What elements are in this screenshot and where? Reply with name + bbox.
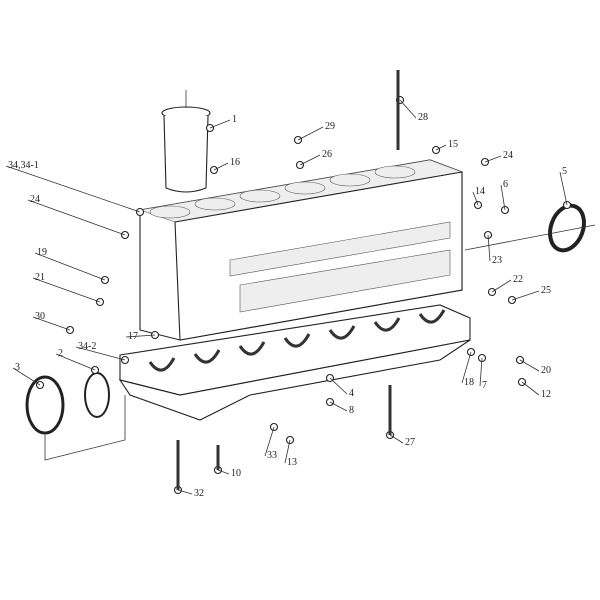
callout-label: 10 bbox=[231, 468, 241, 479]
leader-line bbox=[5, 165, 141, 213]
leader-line bbox=[299, 154, 321, 166]
callout-label: 26 bbox=[322, 149, 332, 160]
callout-label: 24 bbox=[503, 150, 513, 161]
leader-line bbox=[487, 234, 491, 262]
cylinder-bore bbox=[284, 181, 326, 195]
leader-line bbox=[435, 144, 447, 151]
callout-label: 5 bbox=[562, 166, 567, 177]
leader-line bbox=[519, 359, 540, 372]
callout-label: 24 bbox=[30, 194, 40, 205]
leader-line bbox=[491, 279, 512, 293]
leader-line bbox=[399, 99, 417, 119]
leader-line bbox=[27, 199, 126, 236]
callout-label: 34-2 bbox=[78, 341, 97, 352]
callout-label: 12 bbox=[541, 389, 551, 400]
leader-line bbox=[264, 426, 275, 457]
leader-line bbox=[500, 184, 506, 211]
leader-line bbox=[521, 381, 540, 396]
leader-line bbox=[329, 377, 348, 395]
bearing-saddle bbox=[373, 317, 401, 332]
callout-label: 19 bbox=[37, 247, 47, 258]
leader-line bbox=[12, 367, 41, 386]
leader-line bbox=[484, 155, 502, 163]
callout-label: 8 bbox=[349, 405, 354, 416]
callout-label: 25 bbox=[541, 285, 551, 296]
leader-line bbox=[559, 171, 568, 206]
callout-label: 29 bbox=[325, 121, 335, 132]
callout-label: 23 bbox=[492, 255, 502, 266]
callout-label: 14 bbox=[475, 186, 485, 197]
callout-label: 13 bbox=[287, 457, 297, 468]
bearing-saddle bbox=[193, 349, 221, 364]
cylinder-bore bbox=[149, 205, 191, 219]
leader-line bbox=[209, 119, 231, 129]
callout-label: 22 bbox=[513, 274, 523, 285]
callout-label: 28 bbox=[418, 112, 428, 123]
bearing-saddle bbox=[418, 309, 446, 324]
callout-label: 34,34-1 bbox=[8, 160, 39, 171]
callout-label: 33 bbox=[267, 450, 277, 461]
callout-label: 20 bbox=[541, 365, 551, 376]
callout-label: 15 bbox=[448, 139, 458, 150]
callout-label: 21 bbox=[35, 272, 45, 283]
leader-line bbox=[213, 162, 229, 171]
leader-line bbox=[284, 439, 291, 464]
callout-label: 27 bbox=[405, 437, 415, 448]
crankcase bbox=[118, 304, 471, 421]
callout-label: 17 bbox=[128, 331, 138, 342]
bearing-saddle bbox=[283, 333, 311, 348]
cylinder-bore bbox=[239, 189, 281, 203]
cylinder-bore bbox=[194, 197, 236, 211]
leader-line bbox=[75, 346, 126, 361]
callout-label: 18 bbox=[464, 377, 474, 388]
part-1 bbox=[205, 123, 215, 133]
leader-line bbox=[329, 401, 348, 412]
callout-label: 4 bbox=[349, 388, 354, 399]
cylinder-bore bbox=[374, 165, 416, 179]
callout-label: 32 bbox=[194, 488, 204, 499]
leader-line bbox=[472, 191, 479, 206]
cylinder-liner bbox=[161, 90, 211, 193]
leader-line bbox=[297, 126, 324, 141]
bearing-saddle bbox=[238, 341, 266, 356]
leader-line bbox=[125, 334, 156, 338]
leader-line bbox=[32, 316, 71, 331]
callout-label: 2 bbox=[58, 348, 63, 359]
callout-label: 6 bbox=[503, 179, 508, 190]
callout-label: 1 bbox=[232, 114, 237, 125]
callout-label: 16 bbox=[230, 157, 240, 168]
leader-line bbox=[177, 489, 193, 495]
leader-line bbox=[389, 434, 404, 444]
bearing-saddle bbox=[148, 357, 176, 372]
leader-line bbox=[479, 357, 483, 387]
cylinder-block bbox=[139, 159, 464, 341]
cylinder-bore bbox=[329, 173, 371, 187]
leader-line bbox=[34, 252, 106, 281]
leader-line bbox=[55, 353, 96, 371]
callout-label: 30 bbox=[35, 311, 45, 322]
leader-line bbox=[511, 290, 540, 301]
callout-label: 3 bbox=[15, 362, 20, 373]
leader-line bbox=[217, 469, 230, 475]
callout-label: 7 bbox=[482, 380, 487, 391]
bearing-saddle bbox=[328, 325, 356, 340]
leader-line bbox=[32, 277, 101, 303]
leader-line bbox=[461, 351, 472, 384]
